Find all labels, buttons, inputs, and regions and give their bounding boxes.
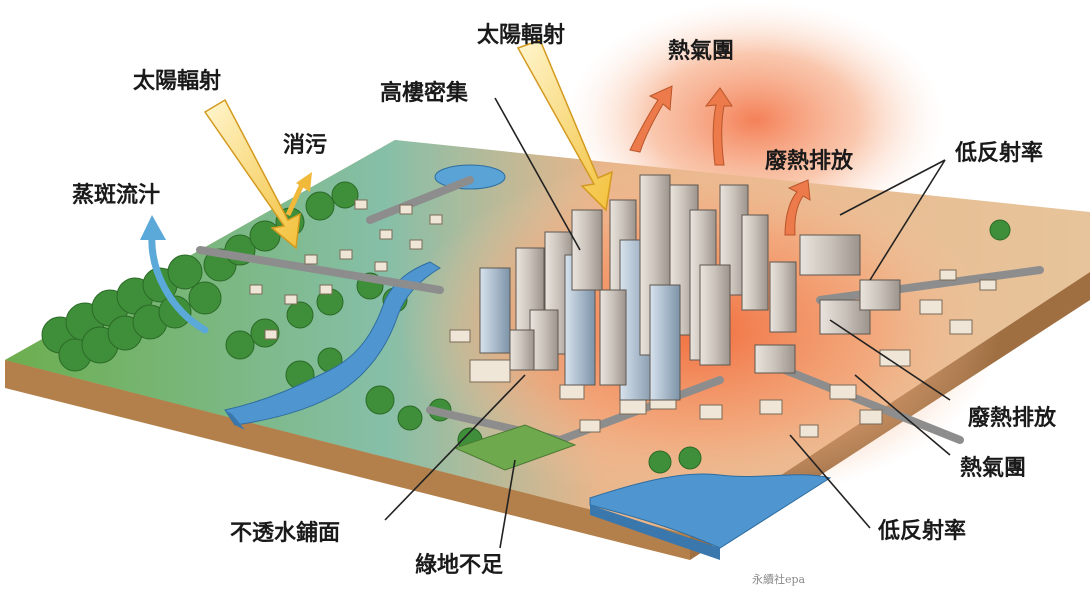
label-solar-radiation-left: 太陽輻射 [133,68,221,94]
evapotranspiration-arrow [140,215,209,334]
river-cross-section [225,410,245,430]
label-impervious-paving: 不透水鋪面 [230,520,340,546]
label-evapotranspiration: 蒸斑流汁 [72,182,160,208]
label-heat-dome-top: 熱氣團 [668,38,734,64]
forest-area [41,181,1011,474]
pollution-removal-arrow [285,172,312,217]
label-low-albedo-top: 低反射率 [954,140,1043,166]
label-pollution-removal: 消污 [283,133,327,158]
label-lack-of-greenery: 綠地不足 [415,552,503,578]
label-low-albedo-bottom: 低反射率 [877,518,966,544]
solar-arrow-center [516,39,613,212]
skyscrapers [479,174,901,401]
watermark: 永續社epa [752,572,806,586]
heat-rising-arrows [629,85,811,236]
bay-cross-section [590,505,720,560]
small-green-lot [453,424,577,471]
leader-lines [384,97,951,549]
solar-arrow-left [203,98,301,250]
label-solar-radiation-center: 太陽輻射 [477,22,565,48]
label-waste-heat-right: 廢熱排放 [968,405,1057,431]
houses [249,199,997,438]
river [224,261,441,426]
label-waste-heat-top: 廢熱排放 [765,148,854,174]
label-dense-highrise: 高樓密集 [380,80,469,106]
label-heat-dome-right: 熱氣團 [960,455,1026,481]
solar-arrows [203,39,613,250]
bay [589,473,832,549]
